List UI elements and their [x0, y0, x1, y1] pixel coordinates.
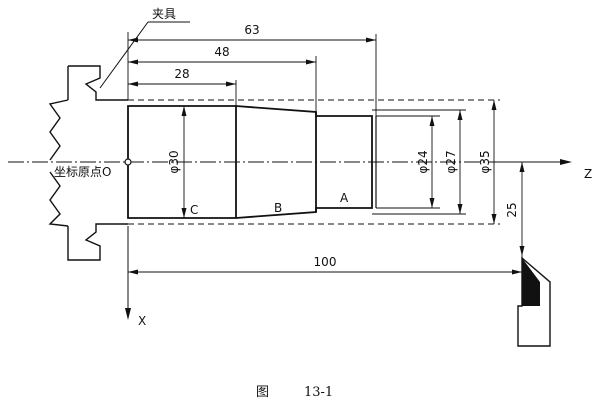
section-a-label: A: [340, 191, 349, 205]
dim-arrows-length: [128, 37, 522, 275]
dim-phi24-label: φ24: [416, 150, 430, 173]
x-axis-arrow: [125, 308, 131, 320]
dim-phi35-label: φ35: [478, 150, 492, 173]
blank-outline: [128, 99, 500, 225]
fixture-label: 夹具: [152, 7, 176, 21]
x-axis-label: X: [138, 314, 146, 328]
fixture-leader: [99, 21, 149, 89]
fixture-chuck: [48, 65, 128, 261]
z-axis-label: Z: [584, 167, 592, 181]
origin-point: [124, 158, 132, 166]
dim-63-label: 63: [244, 23, 259, 37]
dim-28-label: 28: [174, 67, 189, 81]
dim-arrows-diameter: [181, 100, 525, 256]
part-profile: [127, 105, 377, 219]
figure-caption-word: 图: [256, 385, 269, 400]
origin-label: 坐标原点O: [54, 165, 111, 179]
dim-phi30-label: φ30: [167, 150, 181, 173]
cutting-tool: [517, 256, 551, 347]
section-b-label: B: [274, 201, 282, 215]
dim-phi27-label: φ27: [444, 150, 458, 173]
z-axis-arrow: [560, 159, 572, 165]
dim-48-label: 48: [214, 45, 229, 59]
figure-caption-number: 13-1: [304, 385, 333, 400]
dim-100-label: 100: [314, 255, 337, 269]
section-c-label: C: [190, 203, 198, 217]
dim-25-label: 25: [505, 202, 519, 217]
dim-lines-diameter: [183, 100, 530, 256]
